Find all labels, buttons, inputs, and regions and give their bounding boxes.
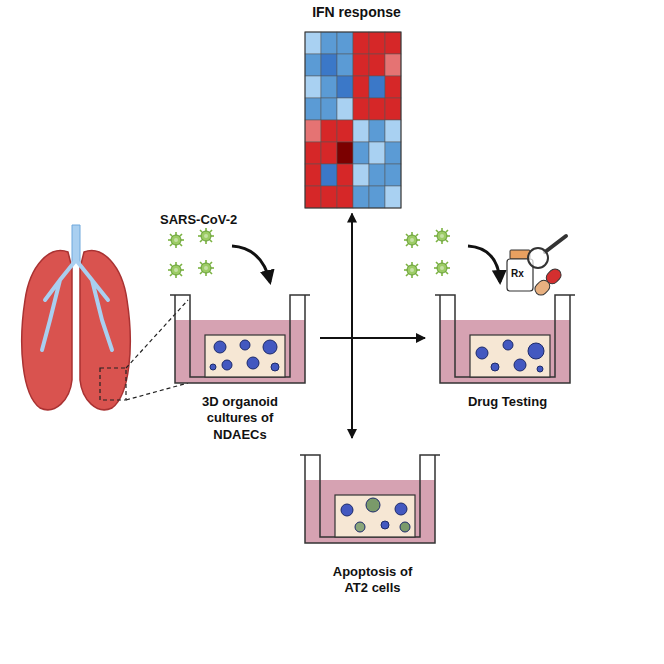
node-label: Apoptosis of AT2 cells (323, 564, 423, 597)
organoid-well: 3D organoid cultures of NDAECs (160, 290, 320, 449)
node-label: IFN response (294, 4, 419, 22)
rx-label: Rx (511, 268, 524, 279)
node-label: Drug Testing (448, 394, 568, 410)
arrow-connector (320, 337, 425, 339)
heatmap-panel: IFN response (290, 4, 423, 212)
arrow-connector (320, 338, 352, 438)
arrow-connector (320, 214, 352, 339)
apoptosis-well: Apoptosis of AT2 cells (290, 440, 455, 603)
node-label: 3D organoid cultures of NDAECs (188, 394, 293, 443)
drug-well: Drug Testing (425, 290, 590, 416)
virus-label: SARS-CoV-2 (160, 212, 237, 227)
